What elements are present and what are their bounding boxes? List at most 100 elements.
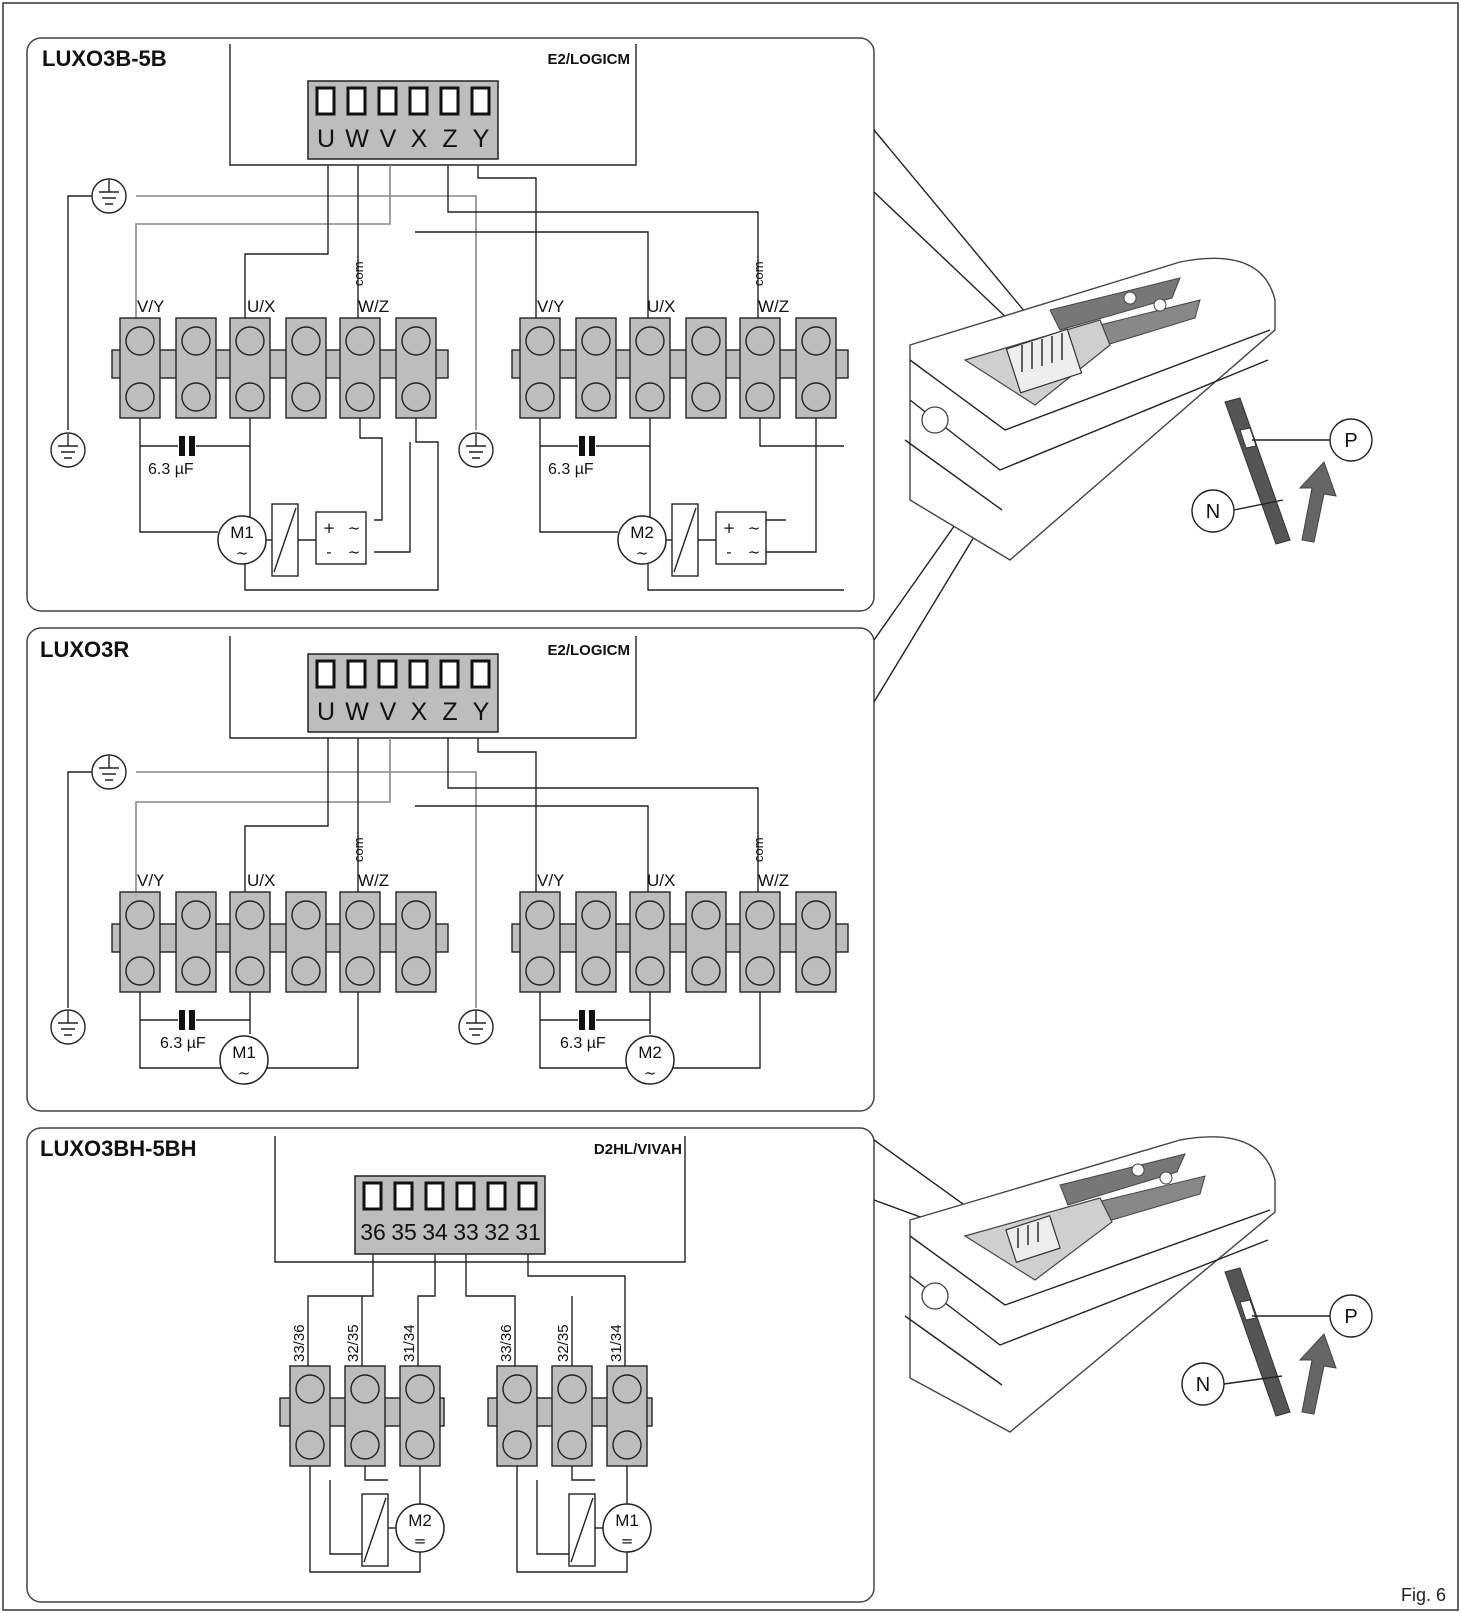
capacitor-label: 6.3 µF — [160, 1035, 206, 1052]
controller-label: E2/LOGICM — [547, 51, 630, 68]
motor-label: M1 — [230, 523, 254, 542]
motor-label: M2 — [638, 1043, 662, 1062]
strip-position-label: V/Y — [537, 297, 564, 316]
earth-symbol — [91, 754, 127, 790]
connector-block — [1005, 328, 1083, 394]
figure-label: Fig. 6 — [1401, 1585, 1446, 1605]
earth-symbol — [50, 432, 86, 468]
terminal-label: V — [380, 698, 397, 726]
rectifier-wire — [766, 418, 817, 553]
rectifier-wire — [647, 560, 844, 591]
callout-p: P — [1252, 1294, 1373, 1338]
rectifier-wire — [374, 442, 411, 553]
strip-position-label: 33/36 — [291, 1324, 308, 1362]
panel-frame — [26, 627, 875, 1112]
wire-z — [447, 738, 759, 894]
terminal-label: 31 — [515, 1219, 541, 1245]
controller-terminal-block: U W V X Z Y — [307, 653, 499, 733]
controller-outline — [274, 1136, 686, 1263]
panel-luxo3bh-5bh: LUXO3BH-5BH D2HL/VIVAH 36 35 34 33 32 31… — [26, 1127, 875, 1603]
connector-block — [1005, 1214, 1061, 1264]
panel-title: LUXO3BH-5BH — [40, 1136, 196, 1161]
callout-label: P — [1344, 1306, 1357, 1328]
strip-position-label: U/X — [647, 871, 675, 890]
wire-33 — [465, 1254, 516, 1368]
earth-wire — [67, 195, 110, 430]
terminal-strip-left — [111, 891, 449, 993]
controller-outline — [229, 636, 637, 739]
capacitor-symbol — [579, 1010, 595, 1030]
terminal-strip-right — [511, 891, 849, 993]
earth-symbol — [91, 178, 127, 214]
strip-position-label: W/Z — [358, 871, 389, 890]
strip-position-label: 33/36 — [498, 1324, 515, 1362]
rectifier-ac: ~ — [348, 519, 361, 537]
brake-wire — [571, 1466, 595, 1481]
wire-z — [447, 165, 759, 320]
motor-symbol: M2 ~ — [617, 515, 667, 565]
com-label: com — [751, 261, 766, 286]
earth-symbol — [458, 1009, 494, 1045]
brake-wire — [536, 1480, 569, 1555]
terminal-label: 36 — [360, 1219, 386, 1245]
operator-illustration-top — [904, 257, 1337, 561]
rectifier-minus: - — [326, 543, 331, 561]
earth-wire — [67, 771, 110, 1008]
rectifier-wire — [244, 418, 439, 591]
capacitor-symbol — [579, 436, 595, 456]
wire-u — [244, 738, 329, 894]
wire-u — [244, 165, 329, 320]
earth-wire — [136, 771, 477, 1008]
com-label: com — [351, 261, 366, 286]
strip-position-label: 32/35 — [345, 1324, 362, 1362]
rectifier-ac: ~ — [748, 519, 761, 537]
strip-position-label: 32/35 — [555, 1324, 572, 1362]
panel-luxo3b-5b: LUXO3B-5B E2/LOGICM U W V X Z Y — [26, 37, 875, 612]
terminal-label: Z — [442, 125, 457, 153]
motor-wire — [139, 418, 218, 533]
brake-symbol — [361, 1493, 389, 1567]
callout-label: P — [1344, 430, 1357, 452]
rectifier-wire — [359, 418, 383, 521]
motor-label: M2 — [408, 1511, 432, 1530]
strip-position-label: U/X — [647, 297, 675, 316]
strip-position-label: U/X — [247, 297, 275, 316]
controller-label: D2HL/VIVAH — [594, 1141, 682, 1158]
terminal-label: Y — [473, 698, 490, 726]
brake-wire — [329, 1480, 362, 1555]
callout-label: N — [1206, 501, 1220, 523]
capacitor-label: 6.3 µF — [548, 461, 594, 478]
panel-frame — [26, 37, 875, 612]
terminal-strip-left — [279, 1365, 445, 1467]
motor-symbol: M1 ~ — [219, 1035, 269, 1085]
motor-symbol: M1 ~ — [217, 515, 267, 565]
operator-illustration-bottom — [904, 1136, 1337, 1433]
terminal-label: W — [345, 125, 369, 153]
panel-luxo3r: LUXO3R E2/LOGICM U W V X Z Y — [26, 627, 875, 1112]
strip-position-label: W/Z — [358, 297, 389, 316]
earth-wire — [136, 195, 477, 430]
terminal-label: Y — [473, 125, 490, 153]
wire-x — [415, 805, 649, 894]
strip-position-label: V/Y — [137, 871, 164, 890]
capacitor-label: 6.3 µF — [148, 461, 194, 478]
strip-position-label: 31/34 — [608, 1324, 625, 1362]
brake-wire — [364, 1466, 388, 1481]
rectifier-plus: + — [723, 519, 736, 537]
wire-x — [415, 231, 649, 320]
controller-terminal-block: 36 35 34 33 32 31 — [354, 1175, 546, 1255]
capacitor-symbol — [179, 1010, 195, 1030]
motor-wire — [516, 1466, 628, 1573]
terminal-label: U — [317, 125, 335, 153]
controller-outline — [229, 44, 637, 166]
terminal-strip-right — [487, 1365, 653, 1467]
rectifier-wire — [759, 418, 844, 447]
earth-symbol — [50, 1009, 86, 1045]
callout-label: N — [1196, 1374, 1210, 1396]
wire-31 — [527, 1254, 626, 1368]
rectifier-minus: - — [726, 543, 731, 561]
terminal-strip-left — [111, 317, 449, 419]
earth-symbol — [458, 432, 494, 468]
terminal-label: 35 — [391, 1219, 417, 1245]
